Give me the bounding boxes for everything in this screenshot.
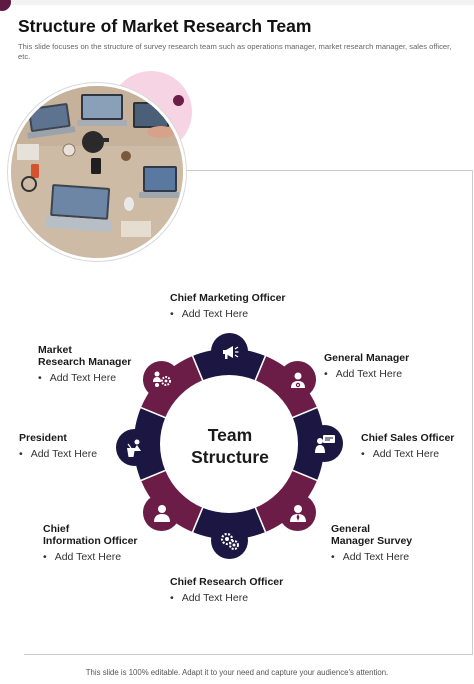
label-gm-survey: General Manager Survey Add Text Here bbox=[331, 523, 412, 563]
role-bullet[interactable]: Add Text Here bbox=[43, 551, 138, 563]
role-bullet[interactable]: Add Text Here bbox=[361, 448, 454, 460]
label-sales: Chief Sales Officer Add Text Here bbox=[361, 432, 454, 460]
label-cio: Chief Information Officer Add Text Here bbox=[43, 523, 138, 563]
role-title: General Manager bbox=[324, 352, 410, 364]
page-title: Structure of Market Research Team bbox=[18, 16, 312, 36]
role-title-line1: Market bbox=[38, 344, 72, 356]
footer-note: This slide is 100% editable. Adapt it to… bbox=[85, 668, 389, 677]
role-title-line1: General bbox=[331, 523, 371, 535]
frame-line-top bbox=[178, 170, 472, 171]
label-marketing: Chief Marketing Officer Add Text Here bbox=[170, 292, 286, 320]
team-desk-photo bbox=[8, 83, 186, 261]
node-general-manager bbox=[279, 361, 316, 398]
node-cio bbox=[143, 494, 180, 531]
label-research: Chief Research Officer Add Text Here bbox=[170, 576, 283, 604]
node-marketing bbox=[211, 333, 248, 370]
podium-speaker-icon bbox=[126, 439, 141, 457]
role-bullet[interactable]: Add Text Here bbox=[324, 368, 409, 380]
role-title: Chief Research Officer bbox=[170, 576, 284, 588]
page-subtitle: This slide focuses on the structure of s… bbox=[18, 42, 452, 61]
role-title-line1: Chief bbox=[43, 523, 70, 535]
label-president: President Add Text Here bbox=[19, 432, 97, 460]
node-mrm bbox=[143, 361, 180, 398]
role-bullet[interactable]: Add Text Here bbox=[170, 592, 283, 604]
center-title-line1: Team bbox=[207, 425, 253, 445]
gears-icon bbox=[220, 532, 239, 550]
user-tie-icon bbox=[289, 504, 306, 522]
corner-dot-decoration bbox=[0, 0, 11, 11]
top-bar bbox=[0, 0, 474, 5]
node-gm-survey bbox=[279, 494, 316, 531]
user-icon bbox=[153, 504, 170, 522]
role-bullet[interactable]: Add Text Here bbox=[19, 448, 97, 460]
frame-line-bottom bbox=[24, 654, 473, 655]
ring-center-title: Team Structure bbox=[180, 424, 280, 468]
ring-inner-hole bbox=[160, 375, 298, 513]
node-research bbox=[211, 522, 248, 559]
desk-photo-illustration bbox=[11, 86, 183, 258]
role-bullet[interactable]: Add Text Here bbox=[38, 372, 131, 384]
role-title: President bbox=[19, 432, 67, 444]
role-title-line2: Manager Survey bbox=[331, 535, 413, 547]
frame-line-right bbox=[472, 170, 473, 655]
role-title: Chief Sales Officer bbox=[361, 432, 455, 444]
center-title-line2: Structure bbox=[191, 447, 269, 467]
role-title-line2: Research Manager bbox=[38, 356, 132, 368]
label-general-manager: General Manager Add Text Here bbox=[324, 352, 409, 380]
user-presentation-icon bbox=[314, 434, 335, 453]
users-gear-icon bbox=[152, 371, 171, 387]
node-president bbox=[116, 429, 153, 466]
label-mrm: Market Research Manager Add Text Here bbox=[38, 344, 131, 384]
role-bullet[interactable]: Add Text Here bbox=[331, 551, 412, 563]
small-dot-decoration bbox=[173, 95, 184, 106]
role-title-line2: Information Officer bbox=[43, 535, 138, 547]
node-sales bbox=[306, 425, 343, 462]
user-gear-icon bbox=[290, 372, 305, 388]
megaphone-icon bbox=[222, 345, 238, 359]
role-title: Chief Marketing Officer bbox=[170, 292, 286, 304]
role-bullet[interactable]: Add Text Here bbox=[170, 308, 286, 320]
